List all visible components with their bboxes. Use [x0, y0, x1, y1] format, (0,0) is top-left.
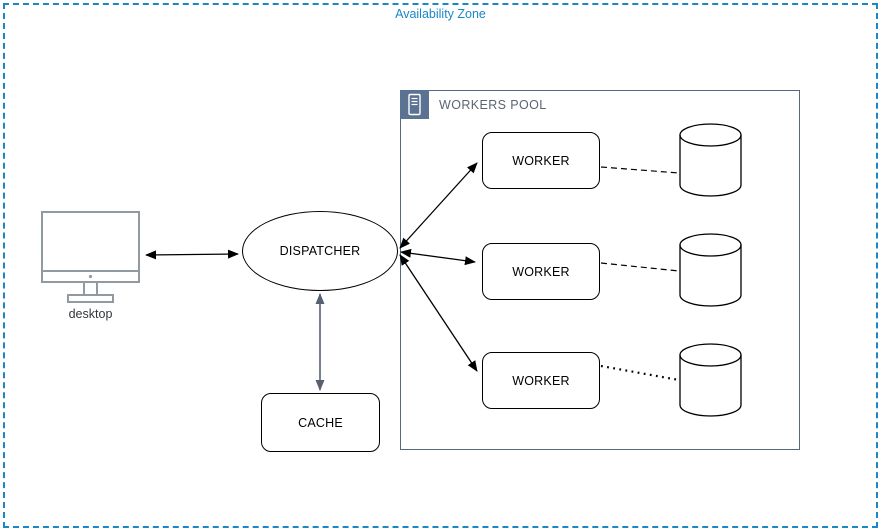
- worker-node-1: WORKER: [482, 132, 600, 189]
- worker-label: WORKER: [512, 373, 570, 388]
- workers-pool-title: WORKERS POOL: [439, 98, 547, 112]
- availability-zone-title: Availability Zone: [395, 7, 486, 21]
- server-rack-icon: [400, 90, 429, 119]
- dispatcher-label: DISPATCHER: [279, 244, 361, 258]
- worker-node-3: WORKER: [482, 352, 600, 409]
- worker-label: WORKER: [512, 153, 570, 168]
- dispatcher-node: DISPATCHER: [242, 211, 398, 291]
- cache-label: CACHE: [298, 415, 343, 430]
- availability-zone-border: [3, 3, 878, 528]
- worker-node-2: WORKER: [482, 243, 600, 300]
- workers-pool-group: WORKERS POOL: [400, 90, 800, 450]
- desktop-label: desktop: [68, 307, 113, 321]
- worker-label: WORKER: [512, 264, 570, 279]
- cache-node: CACHE: [261, 393, 380, 452]
